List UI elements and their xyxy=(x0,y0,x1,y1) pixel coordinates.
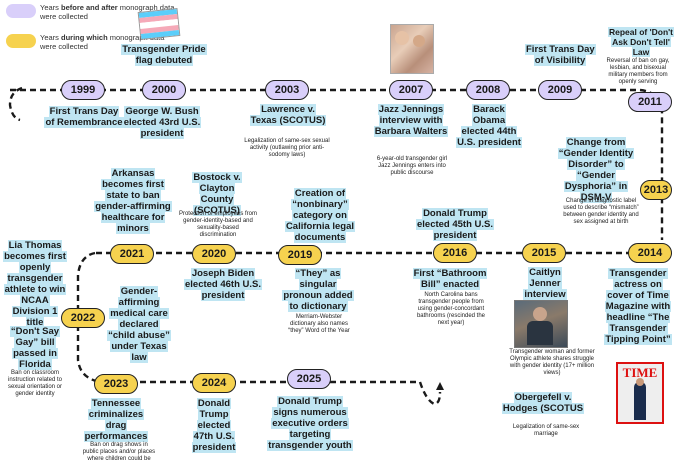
event-2016-bottom: First “Bathroom Bill” enacted xyxy=(412,268,488,290)
year-2007: 2007 xyxy=(389,80,433,100)
note-2011: Reversal of ban on gay, lesbian, and bis… xyxy=(606,58,670,85)
note-2019: Merriam-Webster dictionary also names “t… xyxy=(288,314,350,334)
interview-photo-image xyxy=(390,24,434,74)
event-2022-texas: Gender-affirming medical care declared “… xyxy=(107,286,171,363)
note-2016: North Carolina bans transgender people f… xyxy=(416,292,486,326)
year-2008: 2008 xyxy=(466,80,510,100)
event-1999: First Trans Day of Remembrance xyxy=(44,106,124,128)
event-2008: Barack Obama elected 44th U.S. president xyxy=(456,104,522,148)
year-2022: 2022 xyxy=(61,308,105,328)
event-2009: First Trans Day of Visibility xyxy=(525,44,596,66)
legend-before-swatch xyxy=(6,4,36,18)
event-2019-top: Creation of “nonbinary” category on Cali… xyxy=(284,188,356,243)
year-2009: 2009 xyxy=(538,80,582,100)
year-2013: 2013 xyxy=(640,180,672,200)
year-2000: 2000 xyxy=(142,80,186,100)
event-2023: Tennessee criminalizes drag performances xyxy=(83,398,149,442)
time-masthead: TIME xyxy=(622,365,658,380)
event-2011: Repeal of 'Don't Ask Don't Tell' Law xyxy=(608,27,675,57)
year-2011: 2011 xyxy=(628,92,672,112)
note-2015-bottom: Legalization of same-sex marriage xyxy=(512,424,580,437)
event-2000-top: Transgender Pride flag debuted xyxy=(121,44,207,66)
event-2020-top: Bostock v. Clayton County (SCOTUS) xyxy=(192,172,242,216)
note-2013: Change in diagnostic label used to descr… xyxy=(563,198,639,225)
year-2019: 2019 xyxy=(278,245,322,265)
year-2015: 2015 xyxy=(522,243,566,263)
event-2022-lia-thomas: Lia Thomas becomes first openly transgen… xyxy=(3,240,67,328)
athlete-photo-image xyxy=(514,300,568,348)
legend-during-text: Years during which monograph data were c… xyxy=(40,33,165,51)
note-2007: 6-year-old transgender girl Jazz Jenning… xyxy=(376,156,448,176)
legend-before-text: Years before and after monograph data we… xyxy=(40,3,175,21)
year-2014: 2014 xyxy=(628,243,672,263)
event-2014: Transgender actress on cover of Time Mag… xyxy=(604,268,672,345)
note-2015-top: Transgender woman and former Olympic ath… xyxy=(509,349,595,376)
year-2021: 2021 xyxy=(110,244,154,264)
year-1999: 1999 xyxy=(61,80,105,100)
event-2016-top: Donald Trump elected 45th U.S. president xyxy=(415,208,495,241)
note-2023: Ban on drag shows in public places and/o… xyxy=(82,442,156,462)
event-2022-dont-say-gay: “Don't Say Gay” bill passed in Florida xyxy=(9,326,61,370)
year-2024: 2024 xyxy=(192,373,236,393)
year-2025: 2025 xyxy=(287,369,331,389)
event-2021: Arkansas becomes first state to ban gend… xyxy=(94,168,172,234)
event-2000-bottom: George W. Bush elected 43rd U.S. preside… xyxy=(122,106,202,139)
time-magazine-cover-image: TIME xyxy=(616,362,664,424)
year-2020: 2020 xyxy=(192,244,236,264)
year-2003: 2003 xyxy=(265,80,309,100)
event-2015-bottom: Obergefell v. Hodges (SCOTUS xyxy=(501,392,585,414)
year-2023: 2023 xyxy=(94,374,138,394)
event-2015-top: Caitlyn Jenner interview xyxy=(523,267,567,300)
year-2016: 2016 xyxy=(433,243,477,263)
transgender-flag-image xyxy=(137,7,181,41)
note-2003: Legalization of same-sex sexual activity… xyxy=(244,138,330,158)
event-2024: Donald Trump elected 47th U.S. president xyxy=(191,398,237,453)
event-2013: Change from “Gender Identity Disorder” t… xyxy=(557,137,635,203)
note-2020: Protection of employees from gender-iden… xyxy=(178,211,258,238)
legend-during-swatch xyxy=(6,34,36,48)
event-2007: Jazz Jennings interview with Barbara Wal… xyxy=(373,104,449,137)
event-2025: Donald Trump signs numerous executive or… xyxy=(267,396,353,451)
event-2003: Lawrence v. Texas (SCOTUS) xyxy=(249,104,327,126)
note-2022: Ban on classroom instruction related to … xyxy=(7,370,63,397)
event-2019-bottom: “They” as singular pronoun added to dict… xyxy=(282,268,354,312)
event-2020-bottom: Joseph Biden elected 46th U.S. president xyxy=(183,268,263,301)
